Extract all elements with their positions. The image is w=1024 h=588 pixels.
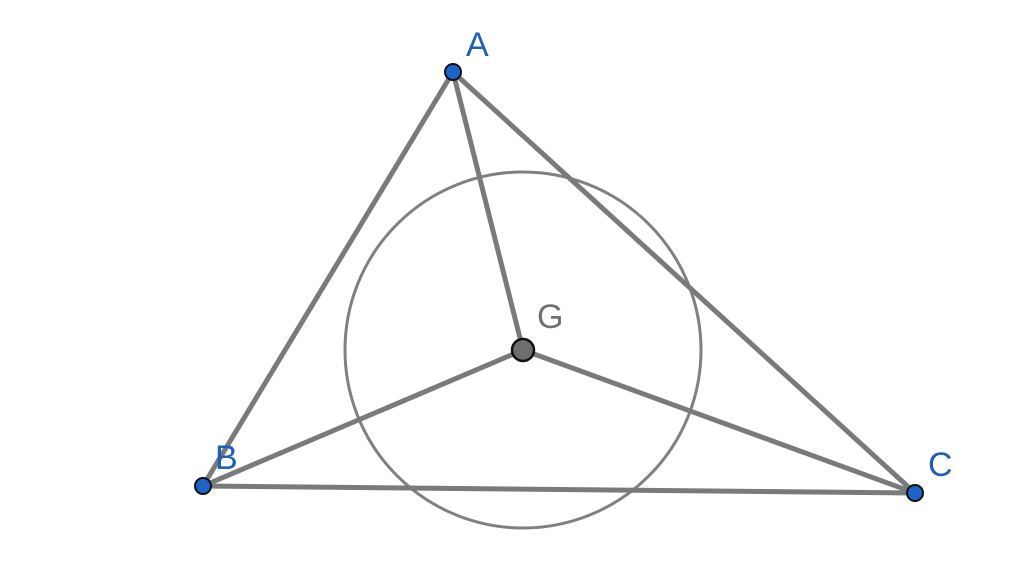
point-b[interactable] [194, 477, 212, 495]
label-g: G [537, 298, 563, 336]
point-g[interactable] [510, 337, 536, 363]
label-a: A [466, 26, 489, 64]
circle-centered-at-g [343, 170, 703, 530]
label-b: B [215, 439, 238, 477]
segment-bc [200, 483, 918, 496]
segment-ca [450, 69, 918, 496]
point-c[interactable] [906, 484, 924, 502]
point-a[interactable] [444, 63, 462, 81]
segment-ga [450, 69, 526, 353]
segment-gb [200, 347, 526, 489]
segment-gc [520, 347, 918, 496]
label-c: C [928, 446, 953, 484]
segment-ab [200, 69, 456, 489]
